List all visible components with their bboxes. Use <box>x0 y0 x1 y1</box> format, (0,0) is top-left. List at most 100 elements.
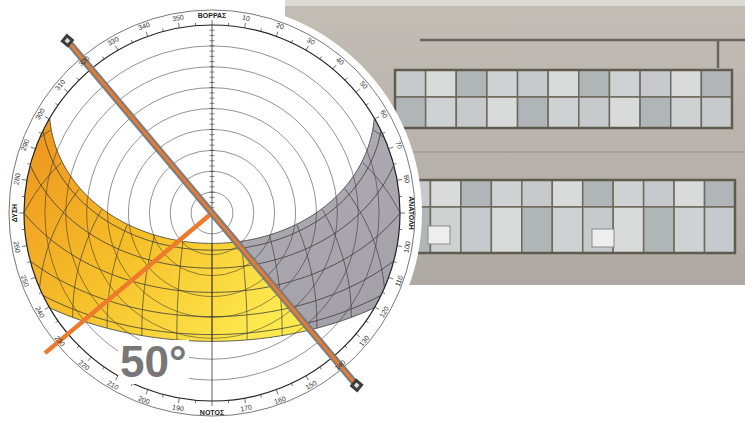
cardinal-label: ΒΟΡΡΑΣ <box>198 11 227 18</box>
compass-tick <box>333 65 336 69</box>
axis-tick <box>210 129 215 130</box>
hour-line <box>73 209 102 317</box>
compass-tick <box>19 213 24 214</box>
compass-tick <box>356 334 360 337</box>
window-pane <box>430 180 460 207</box>
compass-tick <box>31 277 36 279</box>
axis-tick <box>210 113 215 114</box>
compass-tick <box>28 261 31 263</box>
air-conditioner <box>428 226 450 244</box>
compass-tick <box>366 321 368 323</box>
axis-tick <box>210 61 215 62</box>
axis-tick <box>210 197 215 198</box>
axis-tick <box>210 145 215 146</box>
compass-tick <box>394 163 397 165</box>
wall-line <box>67 41 356 386</box>
compass-tick <box>291 40 292 43</box>
degree-label: 20 <box>275 22 285 31</box>
degree-label: 340 <box>137 21 150 32</box>
degree-label: 280 <box>12 172 21 185</box>
angle-label: 50° <box>118 340 189 384</box>
axis-tick <box>210 72 215 73</box>
degree-label: 40 <box>334 56 344 66</box>
axis-tick <box>210 82 215 83</box>
compass-tick <box>399 229 402 230</box>
compass-tick <box>320 57 322 59</box>
window-pane <box>583 180 613 207</box>
degree-label: 220 <box>78 359 91 372</box>
window-pane <box>579 97 610 128</box>
compass-tick <box>228 23 229 26</box>
degree-label: 150 <box>304 379 318 391</box>
compass-tick <box>31 147 36 149</box>
compass-tick <box>389 277 394 279</box>
window-row <box>395 70 732 128</box>
compass-tick <box>320 367 322 369</box>
window-pane <box>518 97 549 128</box>
window-pane <box>491 180 521 207</box>
compass-tick <box>260 395 262 398</box>
degree-label: 320 <box>78 55 91 68</box>
compass-tick <box>56 321 58 323</box>
degree-label: 310 <box>54 79 67 92</box>
compass-tick <box>389 147 394 149</box>
gutter-pipe <box>420 39 745 42</box>
axis-tick <box>210 181 215 182</box>
hour-line <box>322 209 351 317</box>
compass-tick <box>382 132 385 133</box>
down-pipe <box>717 40 720 68</box>
axis-tick <box>210 134 215 135</box>
window-pane <box>609 70 640 97</box>
compass-tick <box>39 292 42 293</box>
hour-line <box>142 236 155 336</box>
window-pane <box>426 97 457 128</box>
window-pane <box>522 207 552 253</box>
compass-tick <box>228 400 229 403</box>
axis-tick <box>210 77 215 78</box>
axis-tick <box>210 186 215 187</box>
degree-label: 140 <box>333 359 346 372</box>
hour-line <box>107 225 127 328</box>
compass-tick <box>356 89 360 92</box>
window-pane <box>613 207 643 253</box>
hour-line <box>374 130 384 137</box>
window-pane <box>552 207 582 253</box>
window-row <box>400 180 735 253</box>
axis-tick <box>210 176 215 177</box>
degree-label: 300 <box>34 107 46 121</box>
window-pane <box>644 180 674 207</box>
hour-line <box>24 162 61 212</box>
window-pane <box>705 207 735 253</box>
degree-label: 170 <box>240 404 253 413</box>
axis-tick <box>210 124 215 125</box>
axis-tick <box>210 30 215 31</box>
compass-tick <box>291 383 292 386</box>
window-pane <box>518 70 549 97</box>
degree-label: 60 <box>379 109 389 119</box>
axis-tick <box>210 51 215 52</box>
degree-label: 70 <box>394 140 403 150</box>
compass-tick <box>88 357 91 361</box>
degree-label: 80 <box>403 174 411 183</box>
degree-label: 350 <box>171 13 184 22</box>
compass-tick <box>102 367 104 369</box>
window-pane <box>705 180 735 207</box>
degree-label: 330 <box>106 35 120 47</box>
compass-tick <box>244 398 246 403</box>
hour-line <box>363 162 400 212</box>
compass-tick <box>212 401 213 406</box>
window-pane <box>640 97 671 128</box>
compass-tick <box>77 346 79 348</box>
compass-tick <box>22 245 27 247</box>
compass-tick <box>400 213 405 214</box>
window-pane <box>674 180 704 207</box>
degree-label: 130 <box>358 334 371 347</box>
compass-tick <box>178 398 180 403</box>
window-pane <box>548 70 579 97</box>
compass-tick <box>276 32 278 37</box>
air-conditioner <box>592 229 614 247</box>
wall-end-marker <box>350 378 364 392</box>
axis-tick <box>210 92 215 93</box>
compass-tick <box>397 245 402 247</box>
